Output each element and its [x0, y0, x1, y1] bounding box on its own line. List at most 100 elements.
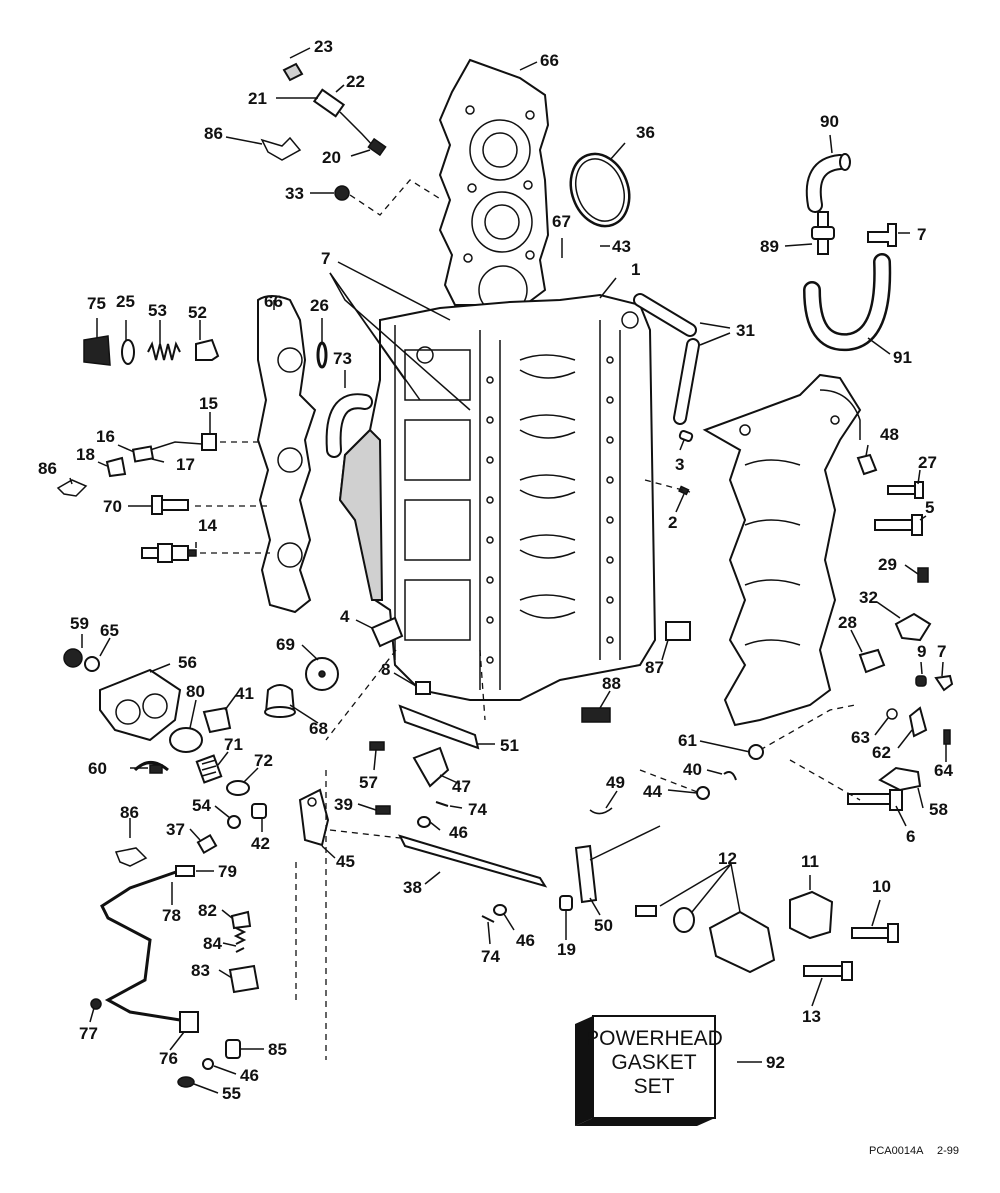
callout-2: 2	[668, 513, 677, 532]
callout-85: 85	[268, 1040, 287, 1059]
callout-52: 52	[188, 303, 207, 322]
fitting-8	[415, 681, 431, 695]
callout-15: 15	[199, 394, 218, 413]
callout-46-b: 46	[516, 931, 535, 950]
cap-75	[83, 335, 111, 366]
nut-59	[63, 648, 83, 668]
hose-90	[805, 153, 851, 213]
callout-28: 28	[838, 613, 857, 632]
callout-71: 71	[224, 735, 243, 754]
callout-7-top: 7	[917, 225, 926, 244]
callout-20: 20	[322, 148, 341, 167]
hose-91	[803, 253, 892, 352]
callout-84: 84	[203, 934, 222, 953]
figure-date: 2-99	[937, 1145, 959, 1157]
figure-code: PCA0014A	[869, 1145, 924, 1157]
callout-73: 73	[333, 349, 352, 368]
callout-10: 10	[872, 877, 891, 896]
block-87	[665, 621, 691, 641]
callout-45: 45	[336, 852, 355, 871]
block-88	[581, 707, 611, 723]
callout-62: 62	[872, 743, 891, 762]
callout-1: 1	[631, 260, 640, 279]
callout-89: 89	[760, 237, 779, 256]
spring-53	[147, 341, 181, 361]
callout-74-b: 74	[481, 947, 500, 966]
fitting-85	[225, 1039, 241, 1059]
o-ring-26	[316, 341, 328, 369]
plug-9	[915, 675, 927, 687]
mount-11	[789, 890, 834, 940]
callout-77: 77	[79, 1024, 98, 1043]
callout-6: 6	[906, 827, 915, 846]
callout-90: 90	[820, 112, 839, 131]
fitting-37	[196, 833, 218, 855]
callout-67: 67	[552, 212, 571, 231]
bracket-45	[298, 788, 330, 847]
spark-plug-14	[141, 543, 197, 563]
pin-3	[678, 430, 694, 442]
clip-82	[230, 910, 252, 930]
callout-46-a: 46	[449, 823, 468, 842]
clamp-41	[202, 706, 232, 734]
callout-86-top: 86	[204, 124, 223, 143]
washer-46-a	[417, 816, 431, 828]
clip-86-top	[260, 136, 302, 161]
callout-46-c: 46	[240, 1066, 259, 1085]
washer-63	[886, 708, 898, 720]
callout-55: 55	[222, 1084, 241, 1103]
callout-87: 87	[645, 658, 664, 677]
callout-53: 53	[148, 301, 167, 320]
callout-23: 23	[314, 37, 333, 56]
fitting-76	[179, 1011, 199, 1033]
callout-7-block: 7	[321, 249, 330, 268]
callout-60: 60	[88, 759, 107, 778]
cylinder-head-cover-66	[256, 295, 317, 614]
filter-71	[195, 754, 223, 784]
screw-29	[917, 567, 929, 583]
callout-68: 68	[309, 719, 328, 738]
screw-39	[375, 805, 391, 815]
washer-25	[121, 339, 135, 365]
cover-83	[228, 964, 260, 994]
link-rod-38	[398, 834, 548, 888]
gasket-set-box: POWERHEAD GASKET SET	[575, 1015, 723, 1126]
pin-2	[678, 485, 690, 496]
callout-13: 13	[802, 1007, 821, 1026]
callout-37: 37	[166, 820, 185, 839]
washer-12	[673, 907, 695, 933]
gasket-box-line3: SET	[634, 1075, 675, 1098]
fitting-48	[856, 453, 878, 476]
callout-49: 49	[606, 773, 625, 792]
elbow-fitting-7-top	[867, 223, 897, 247]
pin-74-b	[481, 915, 495, 923]
callout-21: 21	[248, 89, 267, 108]
callout-65: 65	[100, 621, 119, 640]
cotter-pin-49	[589, 807, 613, 815]
callout-50: 50	[594, 916, 613, 935]
callout-41: 41	[235, 684, 254, 703]
callout-11: 11	[801, 852, 819, 871]
washer-55	[177, 1076, 195, 1088]
callout-22: 22	[346, 72, 365, 91]
callout-80: 80	[186, 682, 205, 701]
plug-33	[334, 185, 350, 201]
callout-82: 82	[198, 901, 217, 920]
callout-78: 78	[162, 906, 181, 925]
tee-fitting-89	[811, 211, 835, 255]
callout-69: 69	[276, 635, 295, 654]
callout-33: 33	[285, 184, 304, 203]
callout-61: 61	[678, 731, 697, 750]
callout-7-low: 7	[937, 642, 946, 661]
lever-51	[398, 704, 480, 750]
callout-76: 76	[159, 1049, 178, 1068]
screw-64	[943, 729, 951, 745]
fitting-4	[370, 616, 404, 648]
callout-9: 9	[917, 642, 926, 661]
clip-86-lower	[114, 847, 148, 867]
callout-57: 57	[359, 773, 378, 792]
screw-57	[369, 741, 385, 751]
elbow-7-lower	[934, 674, 954, 692]
callout-83: 83	[191, 961, 210, 980]
